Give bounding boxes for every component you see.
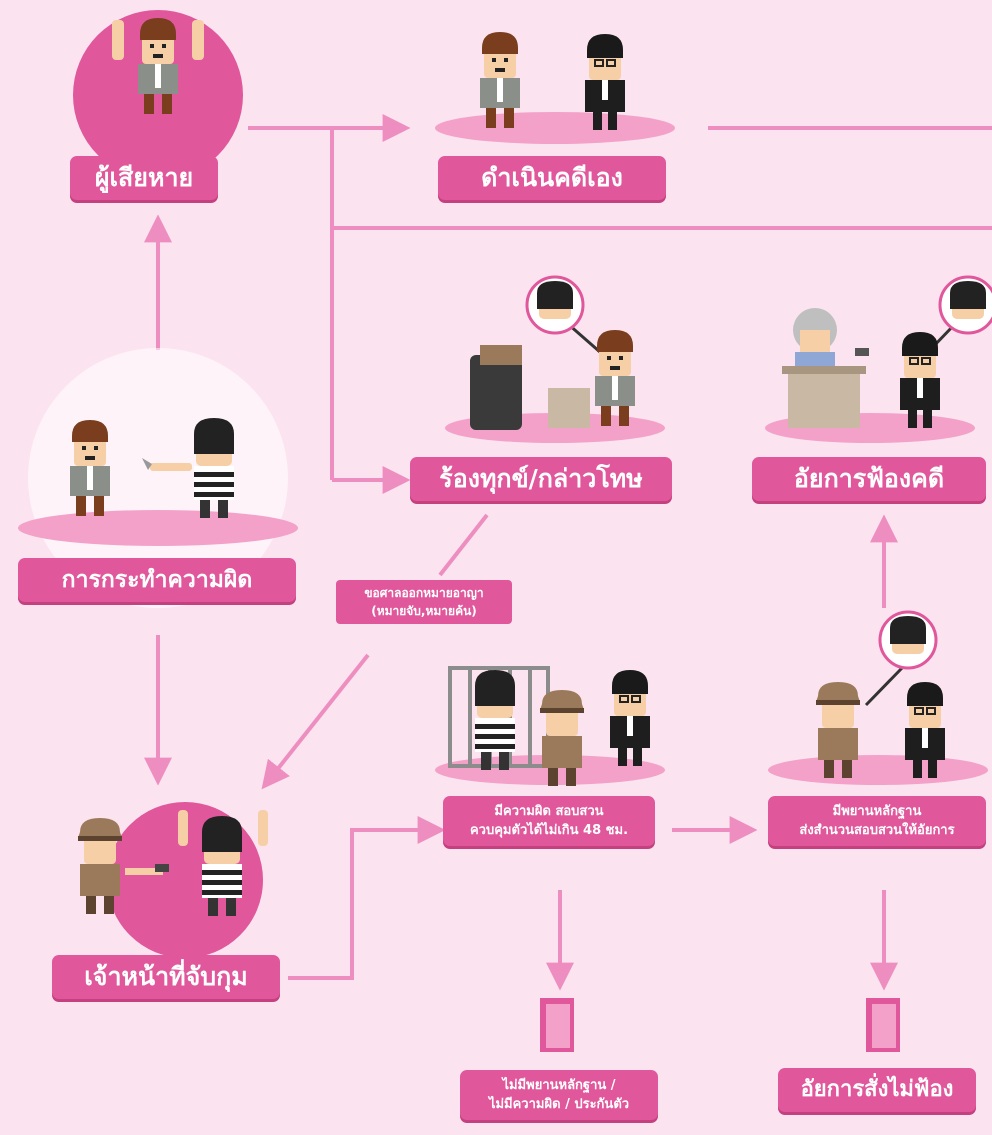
arrest-illustration bbox=[78, 802, 268, 958]
arrow-arrest-to-guilty bbox=[288, 816, 446, 980]
evidence-label-line1: มีพยานหลักฐาน bbox=[832, 804, 922, 819]
crime-label: การกระทำความผิด bbox=[18, 558, 296, 602]
guilty-label: มีความผิด สอบสวน ควบคุมตัวได้ไม่เกิน 48 … bbox=[443, 796, 655, 846]
line-complaint-to-thief-bubble bbox=[567, 322, 601, 354]
no-prosecute-label: อัยการสั่งไม่ฟ้อง bbox=[778, 1068, 976, 1112]
evidence-label: มีพยานหลักฐาน ส่งสำนวนสอบสวนให้อัยการ bbox=[768, 796, 986, 846]
arrow-warrant-to-arrest bbox=[261, 653, 370, 790]
self-prosecute-illustration bbox=[435, 32, 675, 144]
warrant-note-line2: (หมายจับ,หมายค้น) bbox=[371, 604, 477, 618]
line-complaint-to-warrant bbox=[438, 513, 489, 577]
complaint-illustration bbox=[445, 275, 665, 443]
no-evidence-label-line1: ไม่มีพยานหลักฐาน / bbox=[502, 1078, 616, 1093]
prosecutor-illustration bbox=[765, 275, 992, 443]
prosecutor-sue-label: อัยการฟ้องคดี bbox=[752, 457, 986, 501]
victim-label: ผู้เสียหาย bbox=[70, 156, 218, 200]
jail-illustration bbox=[435, 666, 665, 786]
no-evidence-label: ไม่มีพยานหลักฐาน / ไม่มีความผิด / ประกัน… bbox=[460, 1070, 658, 1120]
arrest-label: เจ้าหน้าที่จับกุม bbox=[52, 955, 280, 999]
door-icon-2 bbox=[866, 998, 900, 1052]
complaint-label: ร้องทุกข์/กล่าวโทษ bbox=[410, 457, 672, 501]
guilty-label-line1: มีความผิด สอบสวน bbox=[494, 804, 604, 819]
victim-illustration bbox=[73, 10, 243, 180]
crime-illustration bbox=[18, 348, 298, 608]
evidence-illustration bbox=[768, 610, 988, 785]
line-jail-to-thief-bubble bbox=[864, 666, 904, 707]
door-icon bbox=[540, 998, 574, 1052]
self-prosecute-label: ดำเนินคดีเอง bbox=[438, 156, 666, 200]
guilty-label-line2: ควบคุมตัวได้ไม่เกิน 48 ชม. bbox=[469, 823, 629, 838]
warrant-note: ขอศาลออกหมายอาญา (หมายจับ,หมายค้น) bbox=[336, 580, 512, 624]
warrant-note-line1: ขอศาลออกหมายอาญา bbox=[364, 586, 484, 600]
evidence-label-line2: ส่งสำนวนสอบสวนให้อัยการ bbox=[799, 823, 955, 838]
no-evidence-label-line2: ไม่มีความผิด / ประกันตัว bbox=[488, 1097, 630, 1112]
